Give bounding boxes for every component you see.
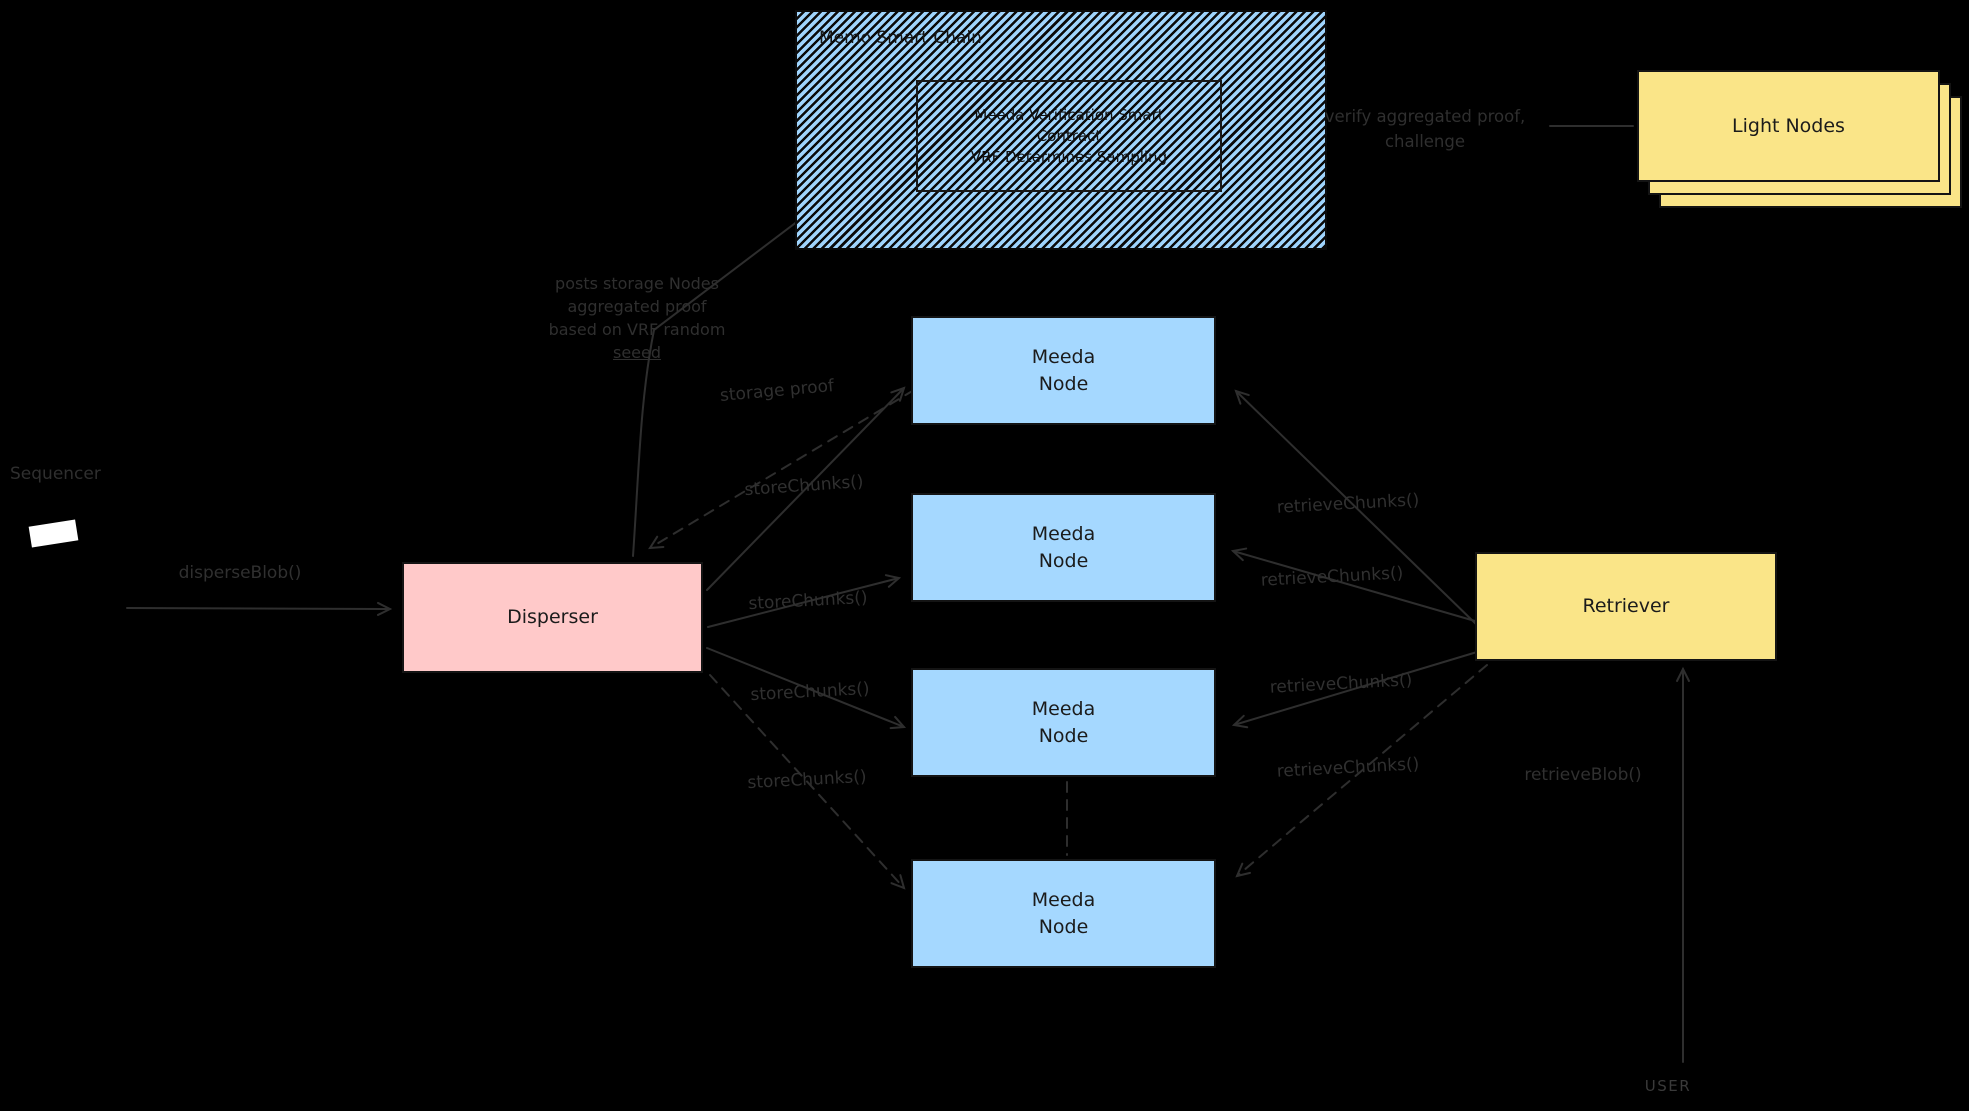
contract-line-3: VRF Determines Sampling bbox=[970, 147, 1168, 166]
edge-posts-proof-arrow bbox=[632, 138, 907, 557]
verify-proof-line-1: verify aggregated proof, bbox=[1324, 107, 1526, 126]
posts-proof-line-2: aggregated proof bbox=[567, 297, 707, 316]
retrieve-blob-label: retrieveBlob() bbox=[1524, 765, 1642, 785]
light-nodes-box: Light Nodes bbox=[1637, 70, 1940, 182]
retriever-label: Retriever bbox=[1582, 595, 1670, 617]
light-nodes-label: Light Nodes bbox=[1732, 114, 1845, 137]
disperse-blob-label: disperseBlob() bbox=[178, 563, 302, 583]
meeda-verification-contract-box: Meeda Verification Smart Contract VRF De… bbox=[916, 80, 1222, 192]
edge-store-chunks-3-arrow bbox=[706, 647, 907, 730]
verify-proof-label: verify aggregated proof, challenge bbox=[1325, 104, 1526, 154]
edge-store-chunks-1-arrow bbox=[706, 386, 906, 591]
memo-smart-chain-box: Memo Smart Chain Meeda Verification Smar… bbox=[795, 10, 1327, 250]
contract-line-2: Contract bbox=[1036, 126, 1102, 145]
posts-proof-line-1: posts storage Nodes bbox=[555, 274, 719, 293]
meeda-node-4-line-1: Meeda bbox=[1031, 888, 1096, 911]
retriever-box: Retriever bbox=[1475, 552, 1777, 661]
edge-store-chunks-4-arrow bbox=[709, 674, 906, 890]
edge-disperse-blob-arrow bbox=[126, 601, 393, 616]
verify-proof-line-2: challenge bbox=[1384, 132, 1466, 151]
meeda-node-2-line-2: Node bbox=[1038, 549, 1089, 572]
posts-proof-line-4: seeed bbox=[612, 343, 662, 362]
meeda-node-1-line-2: Node bbox=[1038, 372, 1089, 395]
edge-retrieve-chunks-1-arrow bbox=[1234, 389, 1478, 626]
meeda-node-2-line-1: Meeda bbox=[1031, 522, 1096, 545]
posts-proof-line-3: based on VRF random bbox=[548, 320, 726, 339]
meeda-node-box-4: Meeda Node bbox=[911, 859, 1216, 968]
meeda-node-box-1: Meeda Node bbox=[911, 316, 1216, 425]
meeda-node-box-3: Meeda Node bbox=[911, 668, 1216, 777]
edge-retrieve-chunks-4-arrow bbox=[1235, 664, 1488, 878]
meeda-node-box-2: Meeda Node bbox=[911, 493, 1216, 602]
memo-smart-chain-title: Memo Smart Chain bbox=[819, 28, 982, 48]
posts-proof-label: posts storage Nodes aggregated proof bas… bbox=[549, 272, 726, 364]
contract-line-1: Meeda Verification Smart bbox=[974, 105, 1164, 124]
user-label: USER bbox=[1644, 1077, 1692, 1095]
disperser-box: Disperser bbox=[402, 562, 703, 673]
edge-retrieve-chunks-3-arrow bbox=[1231, 651, 1478, 729]
edge-storage-proof-arrow bbox=[648, 389, 915, 550]
sequencer-label: Sequencer bbox=[10, 464, 101, 484]
meeda-node-3-line-1: Meeda bbox=[1031, 697, 1096, 720]
meeda-node-4-line-2: Node bbox=[1038, 915, 1089, 938]
meeda-node-1-line-1: Meeda bbox=[1031, 345, 1096, 368]
meeda-node-3-line-2: Node bbox=[1038, 724, 1089, 747]
edge-retrieve-chunks-2-arrow bbox=[1230, 547, 1476, 622]
disperser-label: Disperser bbox=[507, 606, 598, 628]
edge-store-chunks-2-arrow bbox=[707, 574, 902, 628]
